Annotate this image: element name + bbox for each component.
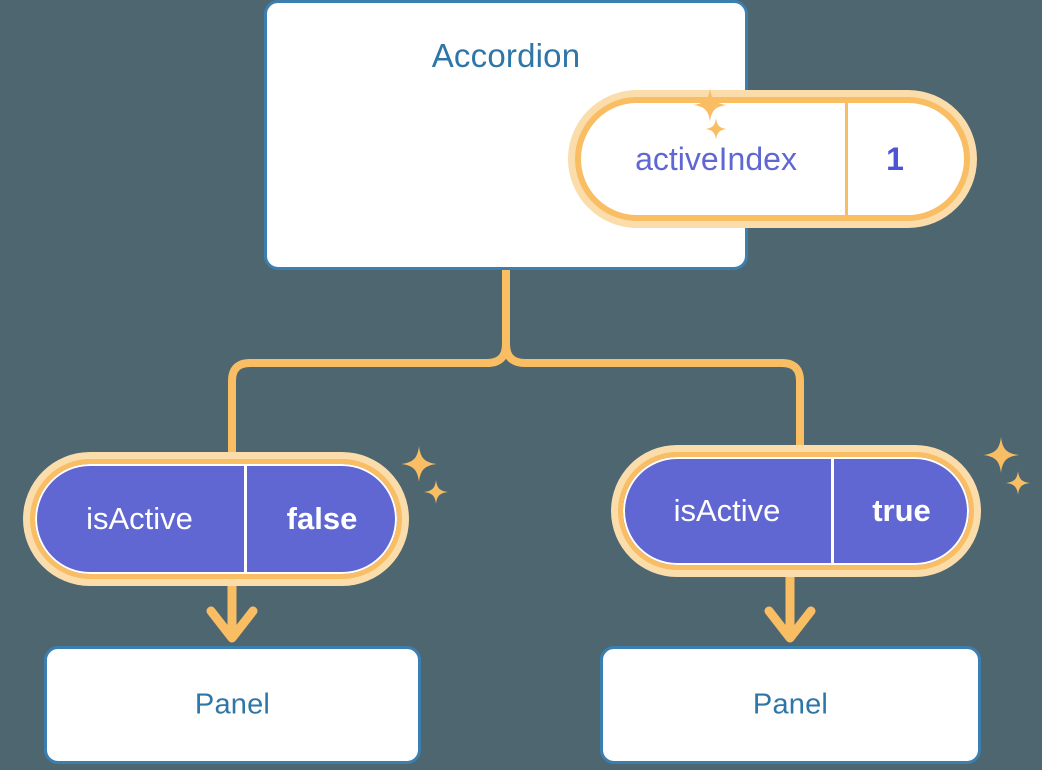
prop-pill-key: isActive — [35, 464, 247, 574]
prop-pill-is-active-false[interactable]: isActive false — [30, 459, 402, 579]
prop-pill-value: true — [872, 493, 931, 528]
panel-component-card-right[interactable]: Panel — [600, 646, 981, 764]
connector-right — [502, 266, 804, 459]
accordion-title: Accordion — [431, 37, 581, 74]
state-pill-key: activeIndex — [581, 103, 848, 215]
prop-pill-key: isActive — [623, 457, 834, 565]
arrow-down-icon-left — [206, 581, 258, 643]
panel-component-card-left[interactable]: Panel — [44, 646, 421, 764]
prop-pill-value: false — [286, 501, 358, 536]
connector-left — [228, 266, 510, 466]
prop-pill-is-active-true[interactable]: isActive true — [618, 452, 974, 570]
state-pill-active-index[interactable]: activeIndex 1 — [575, 97, 970, 221]
state-pill-value: 1 — [886, 140, 904, 177]
accordion-component-card[interactable]: Accordion activeIndex 1 — [264, 0, 970, 270]
panel-title: Panel — [194, 688, 271, 721]
panel-title: Panel — [752, 688, 829, 721]
arrow-down-icon-right — [764, 572, 816, 643]
